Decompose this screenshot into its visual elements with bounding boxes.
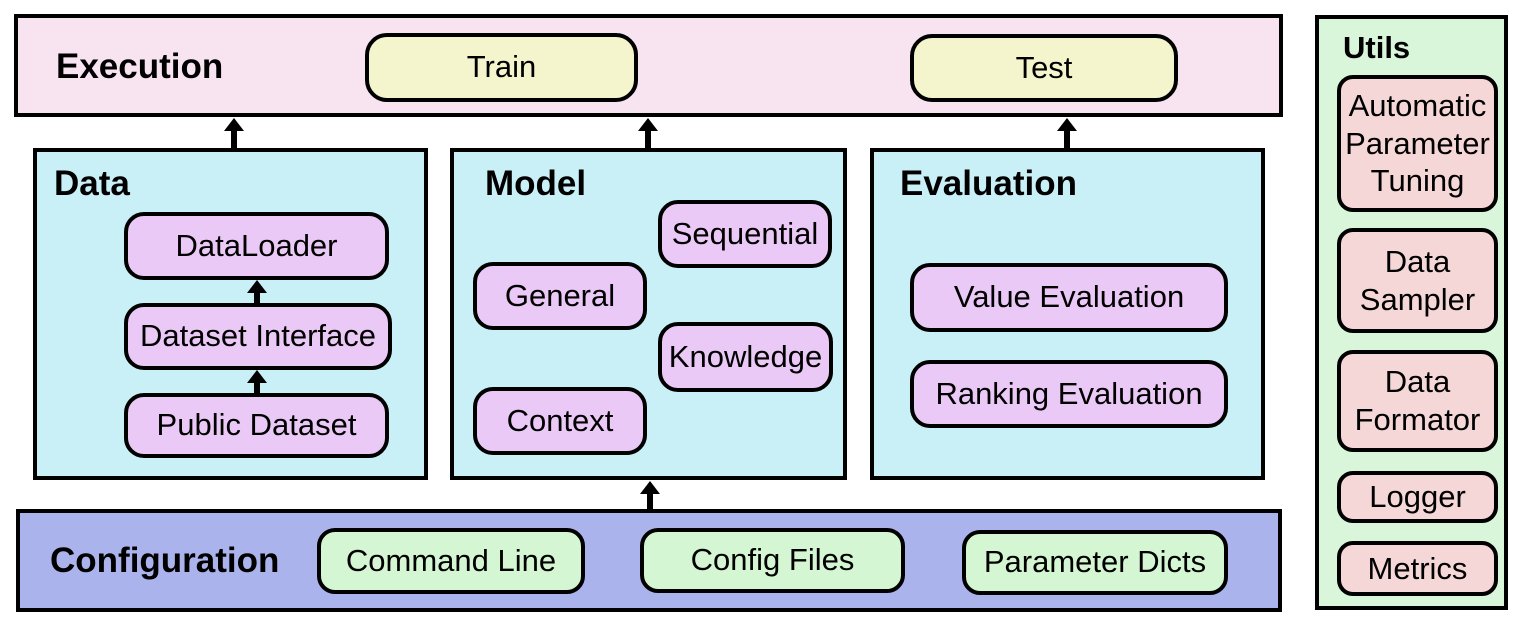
arrow-stem [1064,129,1070,148]
arrow-head-icon [638,118,658,131]
automatic-parameter-tuning-box: Automatic Parameter Tuning [1337,75,1498,212]
sequential-box: Sequential [658,200,832,268]
execution-title: Execution [56,47,224,86]
execution-panel: Execution Train Test [14,14,1283,117]
arrow-configuration-to-model-icon [639,481,661,510]
ranking-evaluation-box: Ranking Evaluation [910,360,1228,428]
logger-box: Logger [1337,471,1498,523]
arrow-stem [647,492,653,510]
train-box: Train [365,33,638,102]
public-dataset-box: Public Dataset [124,393,389,458]
data-formator-box: Data Formator [1337,350,1498,452]
evaluation-panel: Evaluation Value Evaluation Ranking Eval… [870,148,1265,480]
value-evaluation-box: Value Evaluation [910,263,1228,332]
metrics-box: Metrics [1337,541,1498,596]
knowledge-box: Knowledge [658,322,833,392]
arrow-stem [645,129,651,148]
arrow-head-icon [247,370,267,383]
configuration-panel: Configuration Command Line Config Files … [16,509,1282,612]
arrow-public-dataset-to-dataset-interface-icon [246,370,268,393]
general-box: General [473,262,647,330]
test-box: Test [910,34,1178,102]
arrow-evaluation-to-execution-icon [1056,118,1078,148]
model-title: Model [485,164,587,203]
parameter-dicts-box: Parameter Dicts [962,530,1228,595]
arrow-stem [231,129,237,148]
arrow-head-icon [1057,118,1077,131]
data-title: Data [54,164,130,203]
configuration-title: Configuration [50,541,280,580]
config-files-box: Config Files [640,528,905,593]
arrow-head-icon [224,118,244,131]
arrow-stem [254,291,260,303]
dataset-interface-box: Dataset Interface [124,303,392,370]
arrow-stem [254,381,260,393]
arrow-data-to-execution-icon [223,118,245,148]
context-box: Context [473,387,647,455]
arrow-head-icon [247,280,267,293]
dataloader-box: DataLoader [124,212,389,280]
data-panel: Data DataLoader Dataset Interface Public… [33,148,428,480]
utils-title: Utils [1343,30,1411,65]
arrow-model-to-execution-icon [637,118,659,148]
arrow-head-icon [640,481,660,494]
evaluation-title: Evaluation [900,164,1077,203]
arrow-dataset-interface-to-dataloader-icon [246,280,268,303]
command-line-box: Command Line [317,528,585,594]
data-sampler-box: Data Sampler [1337,228,1498,333]
model-panel: Model Sequential General Knowledge Conte… [450,148,847,480]
utils-panel: Utils Automatic Parameter Tuning Data Sa… [1315,15,1508,610]
